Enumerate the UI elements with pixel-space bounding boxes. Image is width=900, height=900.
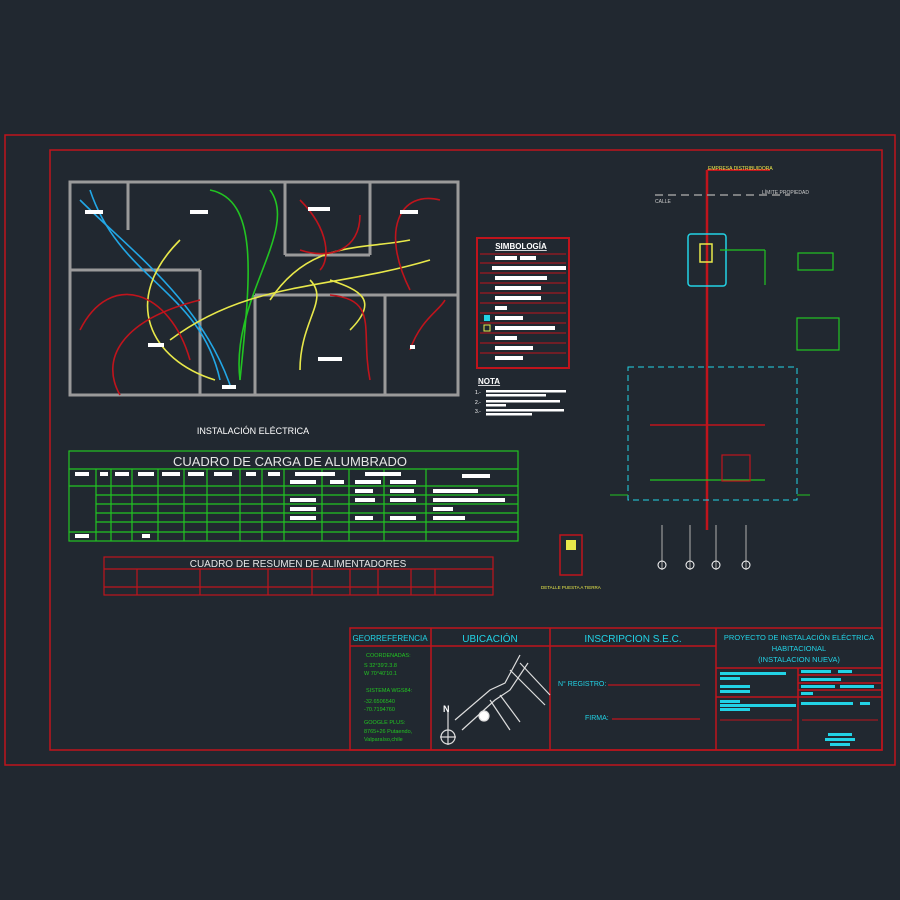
north-label: N bbox=[443, 704, 450, 714]
wgs84-lat: -32.6506540 bbox=[364, 699, 395, 705]
sec-header: INSCRIPCION S.E.C. bbox=[584, 634, 681, 645]
project-title-line: (INSTALACION NUEVA) bbox=[758, 655, 840, 664]
floor-plan bbox=[68, 180, 460, 397]
coordinates-label: COORDENADAS: bbox=[366, 653, 411, 659]
firma-label: FIRMA: bbox=[585, 715, 609, 722]
longitude: W 70°40'10.1 bbox=[364, 671, 397, 677]
nota-item: 3.- bbox=[475, 409, 481, 415]
plan-caption: INSTALACIÓN ELÉCTRICA bbox=[197, 426, 309, 436]
nota-items: 1.- 2.- 3.- bbox=[475, 390, 566, 416]
circuit-wires bbox=[79, 189, 446, 396]
location-map bbox=[440, 654, 551, 745]
room-labels bbox=[85, 207, 418, 389]
latitude: S 32°39'2.3.8 bbox=[364, 663, 397, 669]
project-title-line: HABITACIONAL bbox=[772, 644, 826, 653]
simbologia-legend bbox=[476, 237, 570, 369]
nota-item: 2.- bbox=[475, 400, 481, 406]
ubicacion-header: UBICACIÓN bbox=[462, 632, 518, 645]
project-title: PROYECTO DE INSTALACIÓN ELÉCTRICA HABITA… bbox=[724, 633, 874, 664]
wgs84-lon: -70.7194760 bbox=[364, 707, 395, 713]
registro-label: N° REGISTRO: bbox=[558, 680, 606, 688]
wgs84-label: SISTEMA WGS84: bbox=[366, 688, 413, 694]
property-limit-label: LÍMITE PROPIEDAD bbox=[762, 189, 809, 196]
street-label: CALLE bbox=[655, 199, 672, 205]
load-table bbox=[68, 450, 519, 542]
grounding-detail-label: DETALLE PUESTA A TIERRA bbox=[541, 585, 601, 590]
load-table-title: CUADRO DE CARGA DE ALUMBRADO bbox=[173, 454, 407, 469]
georreferencia-header: GEORREFERENCIA bbox=[352, 634, 428, 643]
load-table-cells bbox=[75, 472, 505, 538]
feeder-table bbox=[103, 556, 494, 596]
single-line-diagram bbox=[559, 169, 840, 576]
project-title-line: PROYECTO DE INSTALACIÓN ELÉCTRICA bbox=[724, 633, 874, 642]
distributor-label: EMPRESA DISTRIBUIDORA bbox=[708, 166, 773, 172]
title-block-details bbox=[720, 670, 874, 746]
title-block-grid bbox=[349, 627, 883, 751]
feeder-table-title: CUADRO DE RESUMEN DE ALIMENTADORES bbox=[190, 559, 407, 570]
georreferencia-text: COORDENADAS: S 32°39'2.3.8 W 70°40'10.1 … bbox=[364, 653, 413, 743]
plus-code: 8765+26 Putaendo, bbox=[364, 729, 413, 735]
plus-code-place: Valparaíso,chile bbox=[364, 737, 403, 743]
nota-item: 1.- bbox=[475, 390, 481, 396]
simbologia-title: SIMBOLOGÍA bbox=[495, 242, 547, 251]
outer-frame bbox=[4, 134, 896, 766]
nota-title: NOTA bbox=[478, 377, 500, 386]
plus-code-label: GOOGLE PLUS: bbox=[364, 720, 406, 726]
